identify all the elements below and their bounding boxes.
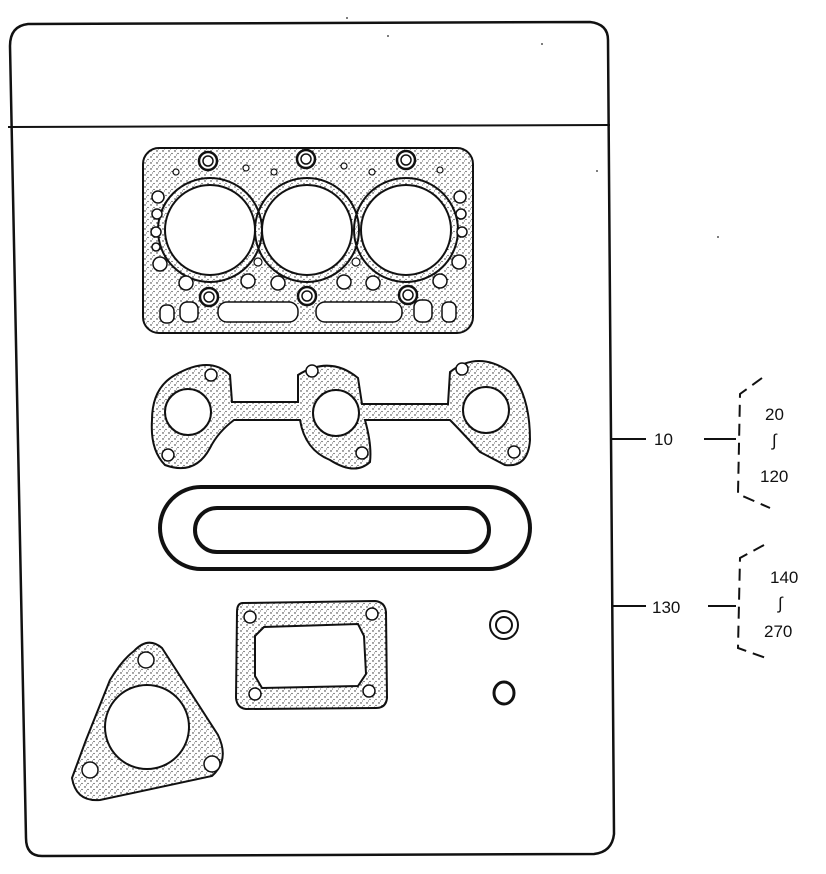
speck (541, 43, 543, 45)
label-140: 140 (770, 568, 798, 587)
o-ring (492, 680, 516, 706)
speck (596, 170, 598, 172)
label-130: 130 (652, 598, 680, 617)
package-outline (7, 20, 616, 858)
speck (346, 17, 348, 19)
label-120: 120 (760, 467, 788, 486)
manifold-gasket (150, 360, 532, 470)
speck (387, 35, 389, 37)
label-270: 270 (764, 622, 792, 641)
reference-130: 130 140 ∫ 270 (612, 544, 798, 659)
package-flap-line (7, 124, 611, 128)
small-washer (489, 610, 519, 640)
reference-10: 10 20 ∫ 120 (612, 377, 788, 509)
label-10: 10 (654, 430, 673, 449)
cylinder-head-gasket (142, 147, 474, 334)
range-separator-130: ∫ (777, 594, 784, 613)
rocker-cover-seal (158, 485, 532, 571)
speck (717, 236, 719, 238)
rectangular-flange-gasket (234, 599, 389, 711)
range-separator-10: ∫ (771, 431, 778, 450)
brace-130 (736, 544, 767, 659)
triangular-flange-gasket (70, 641, 224, 802)
brace-10 (736, 377, 771, 509)
label-20: 20 (765, 405, 784, 424)
